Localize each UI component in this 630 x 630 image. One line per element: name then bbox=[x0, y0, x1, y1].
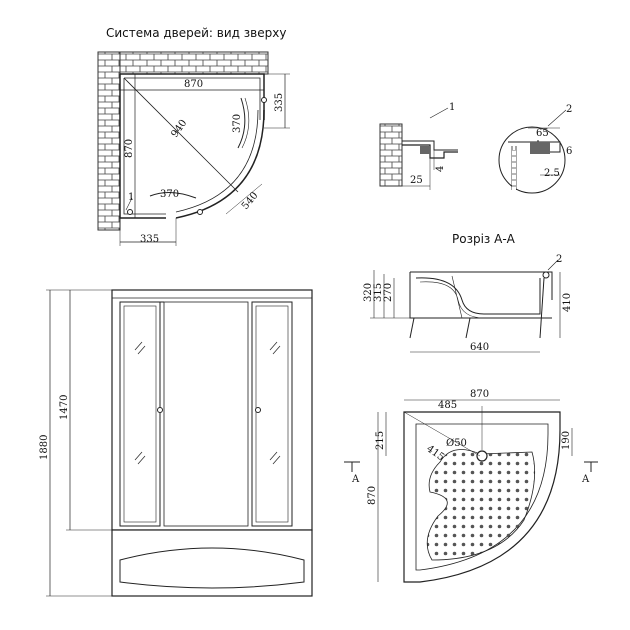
top-view-title: Система дверей: вид зверху bbox=[106, 26, 287, 40]
dim-tray-drain-left: 215 bbox=[375, 431, 386, 450]
dim-top-opening: 540 bbox=[240, 190, 261, 212]
dim-section-right-height: 410 bbox=[562, 293, 573, 312]
section-mark-right: A bbox=[581, 474, 590, 485]
dim-section-h1: 320 bbox=[363, 283, 374, 302]
dim-tray-drain-right: 190 bbox=[561, 431, 572, 450]
dim-front-cabin-height: 1470 bbox=[59, 395, 70, 420]
detail-2-diagram: 2 65 6 2.5 bbox=[498, 104, 572, 194]
section-mark-left: A bbox=[351, 474, 360, 485]
tray-texture bbox=[426, 449, 536, 561]
dim-top-door-right: 370 bbox=[232, 114, 243, 133]
front-view-diagram: 1880 1470 bbox=[39, 289, 313, 597]
tray-plan-diagram: 870 485 215 190 Ø50 415 870 A A bbox=[344, 389, 598, 583]
detail-2-dim-lower: 2.5 bbox=[544, 168, 560, 179]
dim-section-h3: 270 bbox=[383, 283, 394, 302]
brick-wall-left bbox=[97, 51, 121, 231]
section-callout: 2 bbox=[556, 254, 562, 265]
dim-front-total-height: 1880 bbox=[39, 435, 50, 460]
dim-tray-drain-x: 485 bbox=[438, 400, 457, 411]
detail-1-dim-vertical: 4 bbox=[435, 166, 446, 172]
dim-tray-drain-diameter: Ø50 bbox=[446, 438, 467, 449]
dim-top-door-bottom: 370 bbox=[160, 189, 179, 200]
dim-top-side-bottom: 335 bbox=[140, 234, 159, 245]
detail-1-brick bbox=[379, 123, 403, 187]
dim-tray-depth: 870 bbox=[367, 486, 378, 505]
detail-1-dim-horizontal: 25 bbox=[410, 175, 423, 186]
drain-icon bbox=[476, 450, 488, 462]
dim-top-diagonal: 940 bbox=[169, 118, 189, 140]
detail-2-dim-top: 65 bbox=[536, 128, 549, 139]
top-view-callout: 1 bbox=[128, 192, 134, 203]
dim-top-depth: 870 bbox=[124, 139, 135, 158]
dim-top-side-panel: 335 bbox=[274, 93, 285, 112]
section-title: Розріз А-А bbox=[452, 232, 515, 246]
dim-section-length: 640 bbox=[470, 342, 489, 353]
top-view-diagram: 870 870 940 335 370 370 540 335 1 bbox=[97, 51, 290, 246]
section-aa-diagram: 2 320 315 270 410 640 bbox=[363, 254, 573, 353]
detail-1-diagram: 1 25 4 bbox=[379, 102, 458, 190]
detail-1-callout: 1 bbox=[449, 102, 455, 113]
brick-wall-top bbox=[97, 51, 269, 75]
dim-top-width: 870 bbox=[184, 79, 203, 90]
dim-section-h2: 315 bbox=[373, 283, 384, 302]
detail-2-dim-side: 6 bbox=[566, 146, 572, 157]
detail-2-callout: 2 bbox=[566, 104, 572, 115]
dim-tray-width: 870 bbox=[470, 389, 489, 400]
